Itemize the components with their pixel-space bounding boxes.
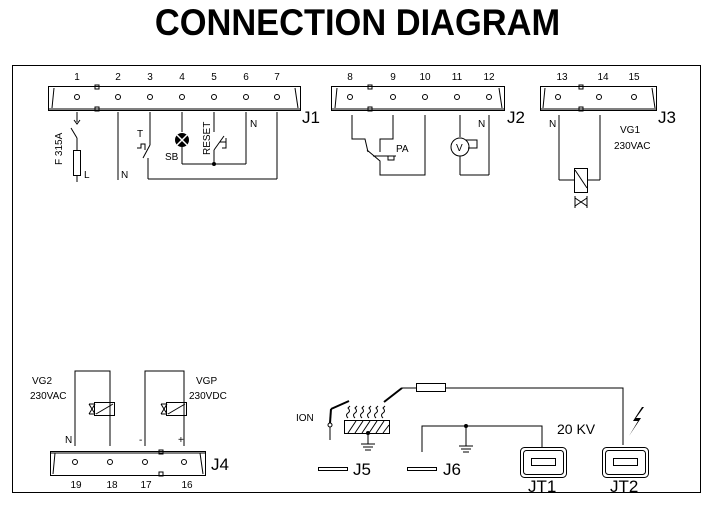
flame-icons xyxy=(346,405,386,419)
j2-wiring: PA V N xyxy=(351,115,490,176)
connector-j2: 8 9 10 11 12 J2 xyxy=(331,72,525,127)
jt1-label: JT1 xyxy=(528,477,556,496)
j2-pin-label: 12 xyxy=(483,72,495,83)
neutral-label: N xyxy=(65,435,72,446)
high-voltage-icon xyxy=(629,407,644,436)
j4-pin-label: 19 xyxy=(70,480,82,491)
j1-pin-label: 1 xyxy=(74,72,80,83)
vg1-valve-coil-icon xyxy=(574,168,588,193)
j2-pin-label: 9 xyxy=(390,72,396,83)
vgp-voltage: 230VDC xyxy=(189,391,227,402)
vgp-valve-coil-icon xyxy=(166,402,187,416)
thermostat-label: T xyxy=(137,129,143,140)
neutral-label: N xyxy=(478,119,485,130)
thermostat-icon xyxy=(137,143,146,150)
vg1-voltage: 230VAC xyxy=(614,141,651,152)
j1-pin-holes xyxy=(74,94,280,100)
j5-terminal xyxy=(318,467,348,471)
j3-pin-label: 13 xyxy=(556,72,568,83)
pressure-switch-label: PA xyxy=(396,144,409,155)
j2-label: J2 xyxy=(507,108,525,127)
vg2-valve-icon xyxy=(88,403,96,415)
j1-wiring: F 315A L N T SB RESET N xyxy=(54,112,278,182)
hv-label: 20 KV xyxy=(557,421,596,437)
j3-label: J3 xyxy=(658,108,676,127)
signal-bulb-label: SB xyxy=(165,152,179,163)
reset-label: RESET xyxy=(202,122,213,155)
neutral-label: N xyxy=(549,119,556,130)
neutral-label: N xyxy=(250,119,257,130)
j1-pin-label: 6 xyxy=(243,72,249,83)
j2-pin-label: 11 xyxy=(452,72,463,83)
page-title: CONNECTION DIAGRAM xyxy=(154,2,561,43)
diagram-border xyxy=(12,65,701,493)
vg1-name: VG1 xyxy=(620,125,640,136)
j6-label: J6 xyxy=(443,460,461,479)
jt2-terminal xyxy=(602,447,649,478)
j1-pin-label: 2 xyxy=(115,72,121,83)
ignition-cable-icon xyxy=(416,383,446,392)
vgp-valve-icon xyxy=(160,403,168,415)
plus-label: + xyxy=(178,435,184,446)
ignition-section: ION J5 J6 xyxy=(296,383,649,496)
pressure-switch-icon xyxy=(366,115,426,176)
j1-label: J1 xyxy=(302,108,320,127)
j1-pin-label: 7 xyxy=(274,72,280,83)
ground-icon xyxy=(459,445,473,453)
j3-pin-label: 14 xyxy=(597,72,609,83)
j4-pin-label: 17 xyxy=(140,480,152,491)
j4-label: J4 xyxy=(211,455,229,474)
j6-terminal xyxy=(407,467,437,471)
j3-wiring: N VG1 230VAC xyxy=(549,115,651,208)
connector-j1: 1 2 3 4 5 6 7 J1 xyxy=(48,72,320,127)
vg2-voltage: 230VAC xyxy=(30,391,67,402)
j4-pin-label: 16 xyxy=(181,480,193,491)
vg2-valve-coil-icon xyxy=(94,402,115,416)
vg1-valve-icon xyxy=(574,196,588,208)
neutral-label: N xyxy=(121,170,128,181)
j4-pin-label: 18 xyxy=(106,480,118,491)
connector-j4: 19 18 17 16 J4 xyxy=(50,449,229,491)
j5-label: J5 xyxy=(353,460,371,479)
fuse-icon xyxy=(73,150,81,176)
jt1-terminal xyxy=(520,447,567,478)
j2-pin-label: 10 xyxy=(419,72,431,83)
fuse-label: F 315A xyxy=(54,132,65,165)
reset-switch-icon xyxy=(213,135,225,151)
j1-pin-label: 5 xyxy=(211,72,217,83)
line-label: L xyxy=(84,170,90,181)
minus-label: - xyxy=(139,435,142,446)
j2-pin-label: 8 xyxy=(347,72,353,83)
fan-label: V xyxy=(456,143,463,154)
j3-pin-label: 15 xyxy=(628,72,640,83)
j4-wiring: VG2 230VAC N VGP 230VDC - + xyxy=(30,370,227,446)
vg2-name: VG2 xyxy=(32,376,52,387)
connector-j3: 13 14 15 J3 xyxy=(540,72,676,127)
vgp-name: VGP xyxy=(196,376,217,387)
j1-pin-label: 3 xyxy=(147,72,153,83)
jt2-label: JT2 xyxy=(610,477,638,496)
ion-label: ION xyxy=(296,413,314,424)
ground-icon xyxy=(361,443,375,451)
j1-pin-label: 4 xyxy=(179,72,185,83)
